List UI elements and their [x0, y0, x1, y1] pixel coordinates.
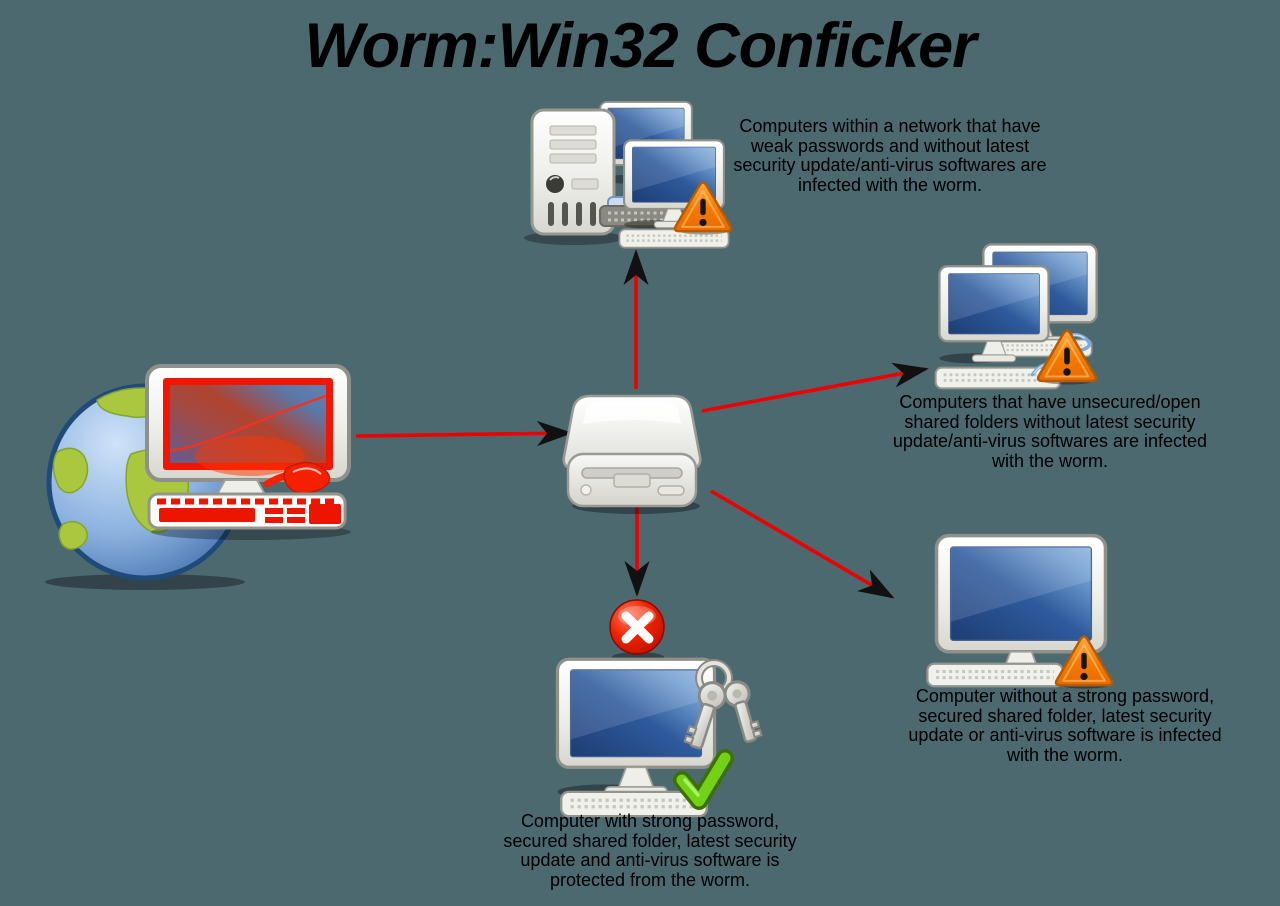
shared-folder-computers-icon: [934, 243, 1098, 390]
internet-infected-computer-icon: [45, 364, 351, 590]
removable-drive-icon: [562, 394, 702, 514]
caption-line: secured shared folder, latest security: [918, 705, 1212, 726]
caption-line: shared folders without latest security: [904, 411, 1196, 432]
infected-keyboard-icon: [147, 492, 351, 540]
keyboard: [925, 662, 1065, 688]
infected-mouse-icon: [263, 461, 331, 494]
protected-computer-caption: Computer with strong password, secured s…: [438, 811, 862, 890]
caption-line: update and anti-virus software is: [520, 850, 780, 870]
caption-line: protected from the worm.: [549, 869, 751, 890]
arrow-internet-to-drive: [355, 420, 573, 447]
weak-computer-icon: [925, 533, 1114, 689]
caption-line: update/anti-virus softwares are infected: [892, 431, 1208, 451]
shared-folders-caption: Computers that have unsecured/open share…: [838, 392, 1262, 471]
arrow-drive-to-shared-folders: [701, 362, 929, 413]
green-check-icon: [673, 749, 734, 810]
server-tower-icon: [530, 108, 616, 236]
arrow-drive-to-weak-computer: [710, 489, 895, 599]
caption-line: with the worm.: [1006, 744, 1124, 765]
caption-line: Computer without a strong password,: [915, 686, 1215, 706]
caption-line: with the worm.: [991, 450, 1109, 471]
password-keys-icon: [683, 659, 763, 750]
caption-line: secured shared folder, latest security: [503, 830, 797, 851]
network-caption: Computers within a network that have wea…: [678, 116, 1102, 195]
caption-line: Computer with strong password,: [520, 811, 780, 831]
infected-screen: [169, 385, 327, 476]
weak-computer-caption: Computer without a strong password, secu…: [853, 686, 1277, 765]
caption-line: infected with the worm.: [797, 174, 983, 195]
caption-line: update or anti-virus software is infecte…: [908, 725, 1222, 745]
caption-line: security update/anti-virus softwares are: [733, 155, 1047, 175]
caption-line: weak passwords and without latest: [750, 135, 1030, 156]
page-title: Worm:Win32 Conficker: [304, 11, 976, 81]
server-with-workstations-icon: [524, 100, 733, 249]
protected-computer-icon: [555, 599, 763, 818]
caption-line: Computers that have unsecured/open: [899, 392, 1201, 412]
caption-line: Computers within a network that have: [739, 116, 1041, 136]
red-cross-badge-icon: [609, 599, 665, 662]
